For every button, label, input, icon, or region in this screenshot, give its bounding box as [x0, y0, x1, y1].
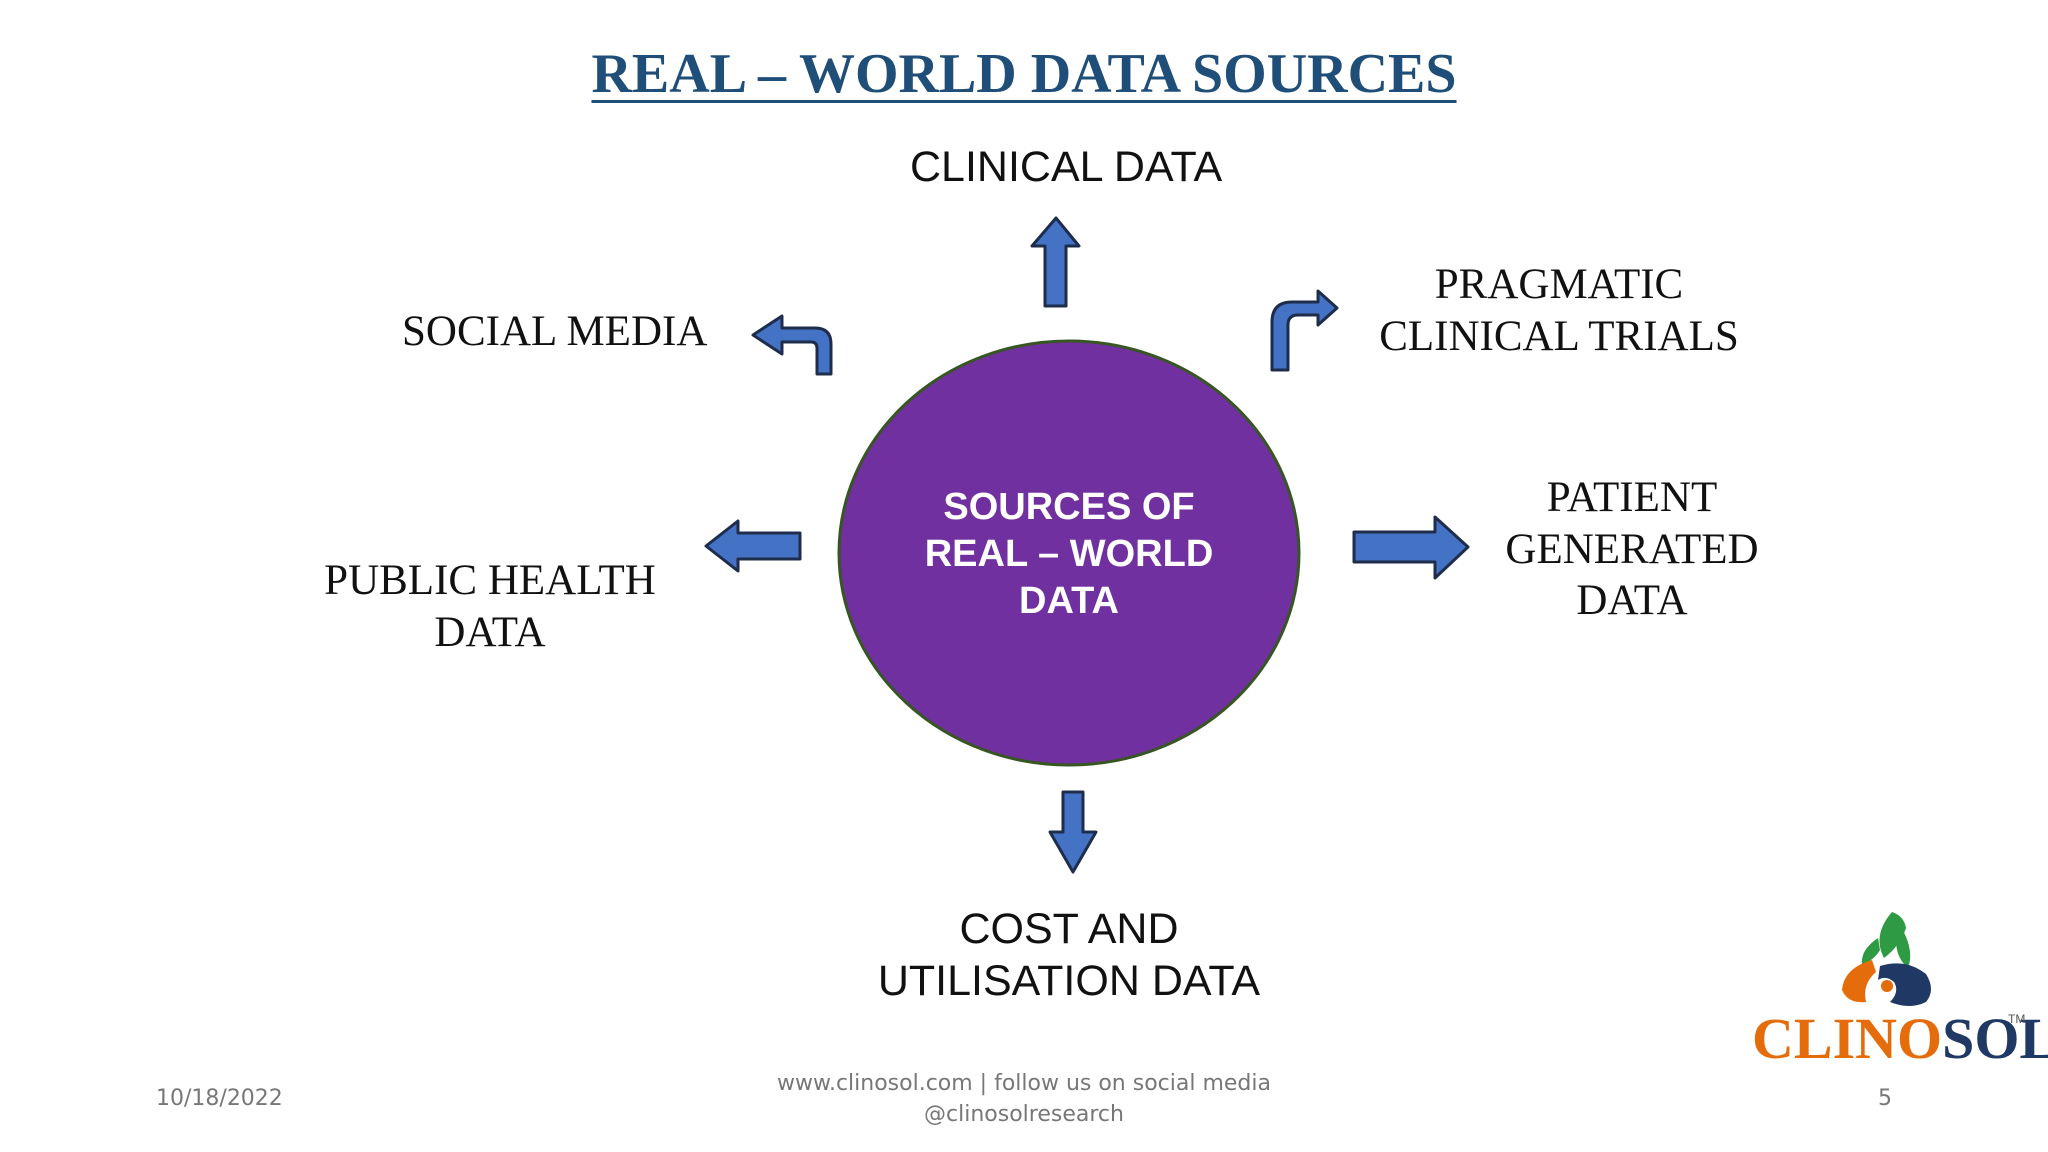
logo-trademark: TM — [2008, 1012, 2026, 1026]
footer-date: 10/18/2022 — [156, 1086, 283, 1111]
bent-arrow-pragmatic-icon — [1270, 289, 1339, 372]
arrow-up-icon — [1030, 216, 1081, 308]
logo-text: CLINOSOL — [1752, 1006, 2048, 1071]
center-circle — [837, 339, 1301, 767]
arrow-left-icon — [704, 519, 802, 573]
arrow-down-icon — [1048, 790, 1098, 874]
pragmatic-trials-label: PRAGMATIC CLINICAL TRIALS — [1379, 261, 1739, 360]
cost-utilisation-label: COST AND UTILISATION DATA — [877, 905, 1261, 1005]
arrow-right-icon — [1352, 515, 1470, 580]
page-number: 5 — [1878, 1086, 1892, 1111]
patient-generated-label: PATIENT GENERATED DATA — [1505, 474, 1759, 625]
center-label: SOURCES OF REAL – WORLD DATA — [924, 486, 1214, 623]
clinical-data-label: CLINICAL DATA — [910, 143, 1223, 191]
bent-arrow-social-icon — [751, 314, 833, 376]
public-health-label: PUBLIC HEALTH DATA — [324, 557, 656, 656]
footer-website[interactable]: www.clinosol.com | follow us on social m… — [776, 1071, 1271, 1128]
slide-title: REAL – WORLD DATA SOURCES — [591, 43, 1457, 105]
logo-emblem-icon — [1842, 912, 1931, 1006]
social-media-label: SOCIAL MEDIA — [402, 308, 708, 355]
